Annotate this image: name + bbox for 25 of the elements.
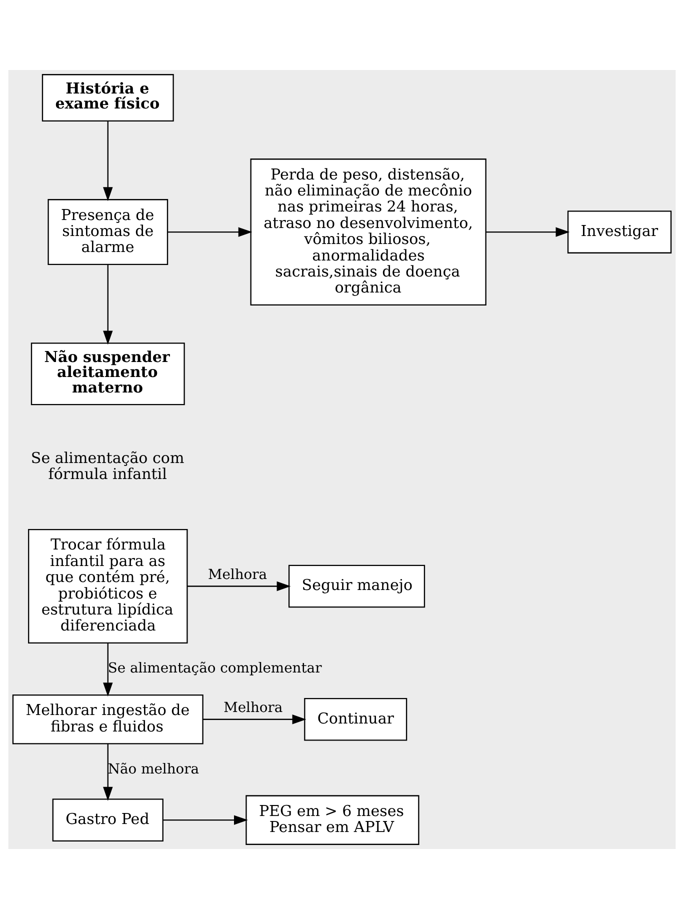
node-box: Trocar fórmula infantil para as que contém pré, probióticos e estrutura lipídica diferenciada <box>28 528 188 644</box>
node-box: Presença de sintomas de alarme <box>48 198 168 265</box>
arrow <box>103 264 113 344</box>
node-box: Seguir manejo <box>288 564 426 608</box>
node-box: História e exame físico <box>42 74 174 121</box>
arrow <box>103 743 113 800</box>
edge-label: Melhora <box>224 699 283 716</box>
node-box: Perda de peso, distensão, não eliminação de mecônio nas primeiras 24 horas, atraso no desenvolvimento, vômitos biliosos, anormalidades sacrais,sinais de doença orgânica <box>250 158 486 306</box>
node-box: Melhorar ingestão de fibras e fluidos <box>12 694 204 744</box>
arrow <box>103 642 113 696</box>
node-box: PEG em > 6 meses Pensar em APLV <box>246 794 420 844</box>
node-box: Gastro Ped <box>52 798 164 841</box>
edge-label: Melhora <box>208 566 268 582</box>
arrow <box>187 580 291 591</box>
edge-label: Se alimentação complementar <box>108 660 322 676</box>
arrow <box>486 226 570 236</box>
arrow <box>103 120 113 201</box>
node-box: Não suspender aleitamento materno <box>30 342 185 405</box>
arrow <box>168 226 252 236</box>
edge-label: Não melhora <box>108 760 200 777</box>
arrow <box>202 714 306 724</box>
node-box: Continuar <box>304 697 408 740</box>
label: Se alimentação com fórmula infantil <box>30 448 184 483</box>
arrow <box>163 814 248 824</box>
node-box: Investigar <box>567 210 672 253</box>
